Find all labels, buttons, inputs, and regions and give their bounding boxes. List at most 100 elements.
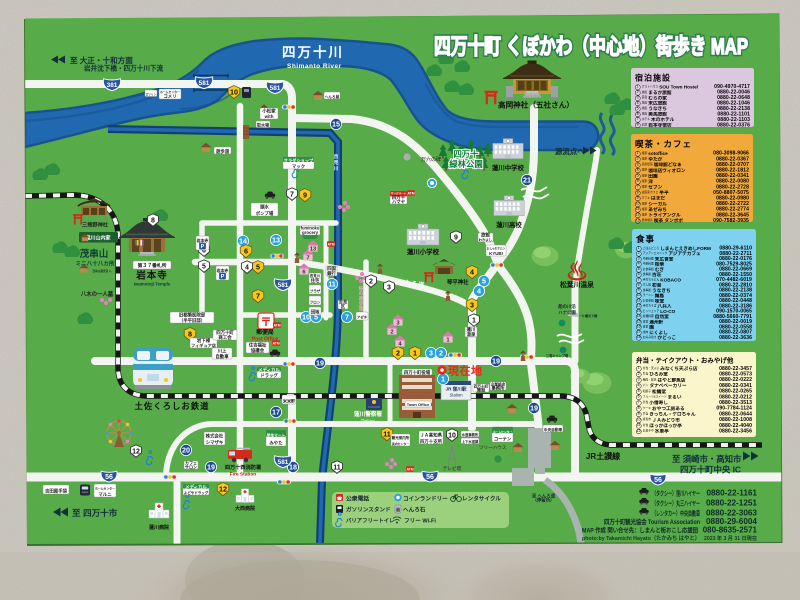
svg-text:マルニ: マルニ — [98, 492, 111, 498]
svg-text:2: 2 — [390, 330, 393, 336]
svg-text:0880-22-1251: 0880-22-1251 — [706, 499, 757, 508]
svg-text:サラダショップ: サラダショップ — [284, 157, 314, 164]
svg-text:至 へんろ道: 至 へんろ道 — [532, 492, 556, 499]
svg-text:銀行: 銀行 — [327, 270, 336, 277]
svg-text:0880-29-6004: 0880-29-6004 — [706, 517, 757, 526]
svg-text:川上: 川上 — [217, 348, 227, 355]
svg-text:（レンタカー）中央自動車: （レンタカー）中央自動車 — [652, 509, 700, 518]
svg-text:テレビ塔: テレビ塔 — [443, 465, 462, 472]
svg-text:へんろ屋: へんろ屋 — [325, 94, 340, 99]
svg-text:grocery: grocery — [302, 230, 319, 235]
svg-text:4: 4 — [398, 342, 402, 348]
svg-text:ガソリンスタンド: ガソリンスタンド — [346, 505, 391, 513]
svg-text:4: 4 — [245, 265, 249, 272]
svg-text:観光案内所: 観光案内所 — [392, 435, 410, 440]
svg-text:with: with — [264, 114, 274, 119]
svg-text:Town Office: Town Office — [407, 402, 430, 407]
svg-text:13: 13 — [272, 236, 280, 245]
svg-text:カフェ: カフェ — [185, 459, 197, 465]
svg-text:シマザキ: シマザキ — [206, 439, 224, 446]
svg-text:メディカル: メディカル — [258, 367, 280, 374]
svg-text:バリアフリートイレ: バリアフリートイレ — [346, 517, 395, 524]
svg-text:581: 581 — [270, 85, 281, 92]
svg-text:企業組合: 企業組合 — [490, 381, 506, 386]
svg-text:3: 3 — [396, 321, 400, 327]
svg-text:おしゃれサロン: おしゃれサロン — [487, 247, 506, 251]
svg-text:よどやドラッグ: よどやドラッグ — [184, 490, 209, 495]
svg-text:ハマヤ: ハマヤ — [392, 199, 406, 205]
svg-text:自動車: 自動車 — [215, 353, 229, 360]
svg-text:事務所: 事務所 — [491, 384, 505, 391]
svg-text:四万十: 四万十 — [392, 194, 406, 201]
svg-text:18: 18 — [289, 463, 297, 472]
svg-text:8: 8 — [151, 218, 155, 225]
svg-text:2: 2 — [396, 349, 400, 358]
svg-text:♨: ♨ — [565, 256, 588, 286]
svg-text:茂串山遊歩道 八: 茂串山遊歩道 八 — [92, 269, 112, 273]
svg-text:5: 5 — [314, 313, 318, 322]
svg-text:フィギュア店: フィギュア店 — [191, 342, 217, 349]
svg-text:マック: マック — [292, 163, 305, 170]
svg-text:1: 1 — [441, 375, 445, 384]
svg-text:案内センター: 案内センター — [391, 441, 409, 446]
svg-text:19: 19 — [492, 357, 500, 366]
svg-text:581: 581 — [199, 80, 210, 87]
svg-text:2: 2 — [439, 349, 443, 358]
svg-text:ツリーハウス: ツリーハウス — [479, 444, 507, 450]
svg-text:381: 381 — [107, 82, 118, 89]
svg-text:四万十: 四万十 — [453, 149, 479, 159]
svg-text:サンクマート: サンクマート — [391, 192, 407, 196]
svg-text:土佐くろしお鉄道: 土佐くろしお鉄道 — [135, 401, 210, 411]
svg-text:20: 20 — [182, 446, 190, 455]
svg-text:2: 2 — [369, 279, 373, 286]
svg-text:四万十町観光協会 Tourism Association: 四万十町観光協会 Tourism Association — [604, 517, 700, 526]
svg-text:三熊野神社: 三熊野神社 — [82, 221, 109, 229]
svg-text:米米軒: 米米軒 — [283, 398, 296, 404]
svg-text:9: 9 — [303, 191, 307, 200]
svg-text:1: 1 — [446, 338, 450, 344]
svg-text:7: 7 — [345, 313, 349, 322]
svg-text:2023 年 3 月 31 日現在: 2023 年 3 月 31 日現在 — [704, 534, 757, 542]
svg-text:ポンプ場: ポンプ場 — [256, 210, 274, 217]
svg-text:Shimanto River: Shimanto River — [287, 63, 342, 70]
svg-text:桜: 桜 — [359, 285, 364, 292]
svg-text:遊歩道: 遊歩道 — [216, 148, 230, 155]
svg-text:道: 道 — [359, 305, 364, 312]
svg-text:14: 14 — [239, 237, 247, 246]
svg-text:5: 5 — [482, 277, 486, 286]
svg-text:56: 56 — [105, 474, 113, 481]
svg-text:6: 6 — [302, 270, 306, 276]
svg-text:56: 56 — [654, 477, 662, 484]
svg-text:旧都築医院邸: 旧都築医院邸 — [179, 312, 206, 319]
svg-text:0880-22-3063: 0880-22-3063 — [706, 509, 757, 518]
svg-text:へんろ石: へんろ石 — [403, 506, 426, 513]
svg-text:5: 5 — [256, 263, 260, 272]
svg-text:区: 区 — [341, 303, 346, 310]
svg-text:8: 8 — [188, 330, 192, 339]
svg-text:四万十町中央 IC: 四万十町中央 IC — [680, 465, 741, 475]
svg-text:（停留所）: （停留所） — [533, 496, 555, 503]
svg-text:中央自動車: 中央自動車 — [544, 427, 563, 432]
svg-text:現在地: 現在地 — [448, 364, 483, 378]
svg-text:松葉川温泉: 松葉川温泉 — [560, 280, 594, 289]
svg-text:四万十川: 四万十川 — [282, 44, 344, 60]
svg-text:フリー Wi-Fi: フリー Wi-Fi — [404, 517, 436, 524]
svg-text:協議会: 協議会 — [251, 347, 265, 354]
svg-text:コーテン: コーテン — [494, 437, 512, 443]
svg-text:四万十町役場: 四万十町役場 — [404, 369, 431, 376]
svg-text:56: 56 — [426, 474, 434, 481]
svg-text:至 四万十市: 至 四万十市 — [72, 507, 118, 518]
svg-text:四万十西消防署: 四万十西消防署 — [225, 463, 262, 471]
svg-text:住吉福祉: 住吉福祉 — [249, 342, 267, 349]
svg-text:7: 7 — [306, 256, 309, 262]
svg-text:1: 1 — [472, 318, 476, 325]
svg-text:1: 1 — [413, 349, 417, 358]
svg-text:サロン: サロン — [185, 463, 197, 469]
svg-text:旅館: 旅館 — [481, 232, 490, 239]
svg-text:四万十町 くぼかわ（中心地）街歩き MAP: 四万十町 くぼかわ（中心地）街歩き MAP — [434, 34, 748, 59]
svg-text:17: 17 — [272, 408, 280, 417]
svg-text:取水場: 取水場 — [257, 121, 270, 127]
svg-text:蓮川中学校: 蓮川中学校 — [492, 163, 525, 172]
svg-text:施設: 施設 — [477, 386, 486, 393]
svg-text:頭水: 頭水 — [260, 203, 269, 210]
